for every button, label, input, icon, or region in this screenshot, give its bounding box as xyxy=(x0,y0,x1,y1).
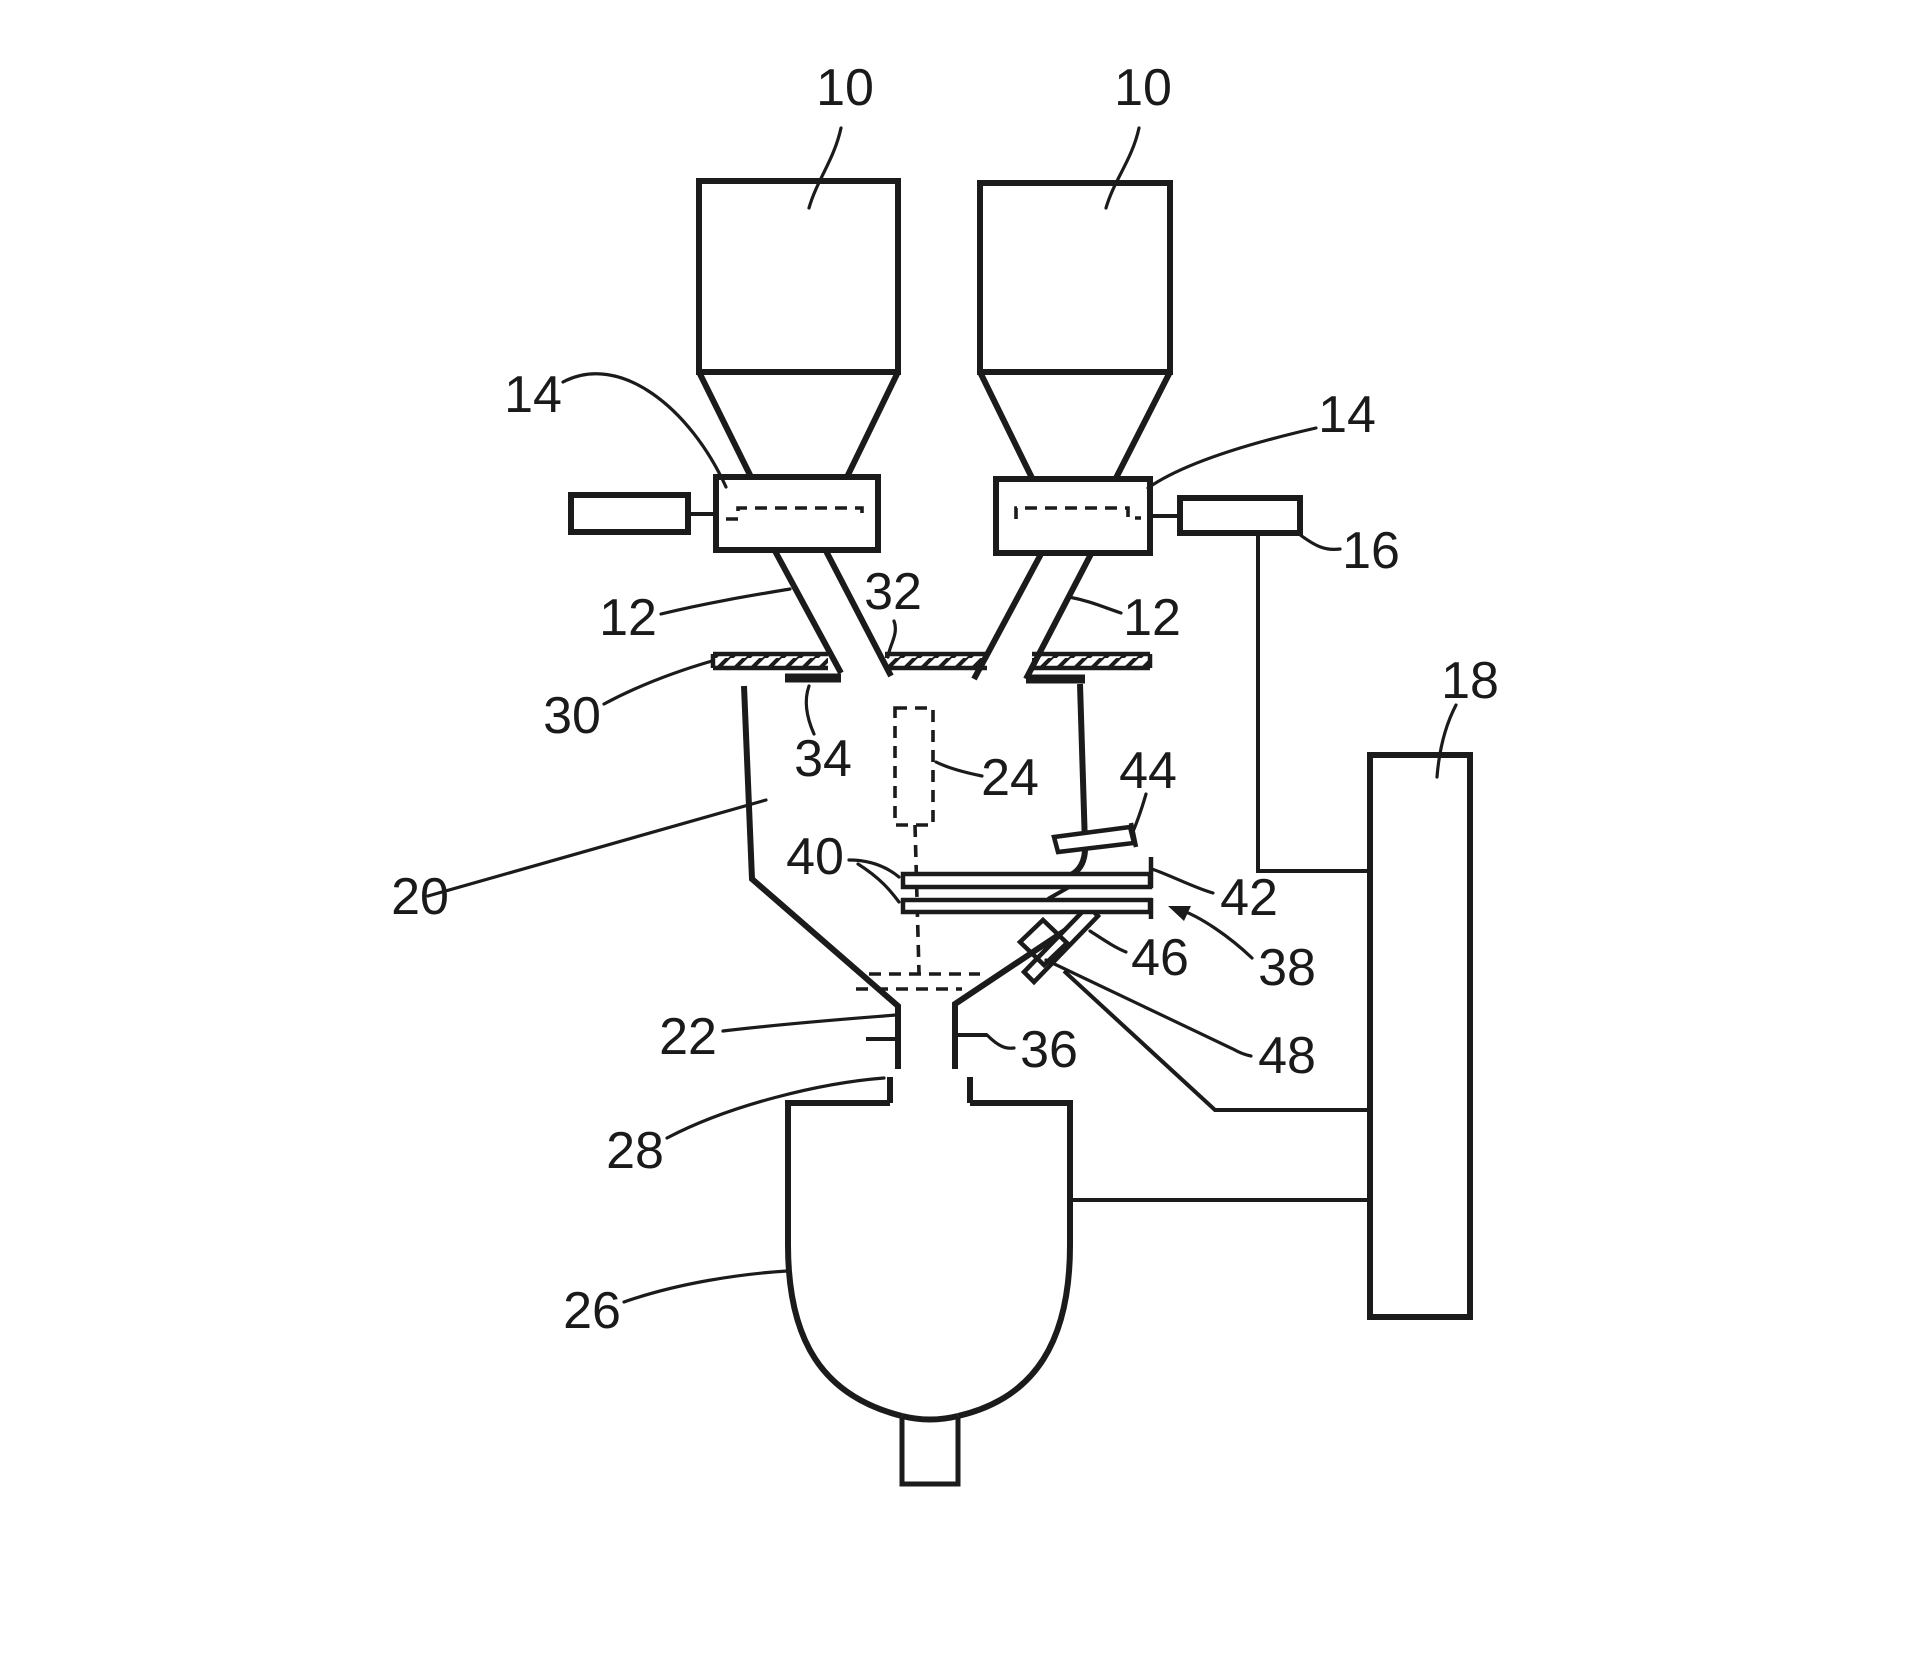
slide-plate-38 xyxy=(900,897,1153,915)
ref-label-28: 28 xyxy=(606,1122,664,1180)
bracket-48 xyxy=(1016,916,1071,969)
leader-48 xyxy=(1044,958,1253,1058)
agitator-24-dashed xyxy=(856,706,980,991)
leader-44 xyxy=(1130,792,1148,836)
leader-14-left xyxy=(561,372,728,489)
ref-label-30: 30 xyxy=(543,687,601,745)
ref-label-12-left: 12 xyxy=(599,589,657,647)
leader-26 xyxy=(622,1269,789,1304)
controller-18 xyxy=(1367,752,1473,1320)
valve-left xyxy=(713,474,881,553)
leader-22 xyxy=(721,1013,898,1033)
ref-label-26: 26 xyxy=(563,1282,621,1340)
ref-label-18: 18 xyxy=(1441,652,1499,710)
ref-label-16: 16 xyxy=(1342,522,1400,580)
slide-plates xyxy=(900,857,1154,919)
ref-label-10-left: 10 xyxy=(816,59,874,117)
ref-label-34: 34 xyxy=(794,730,852,788)
leader-36 xyxy=(985,1033,1016,1050)
arrowhead-38 xyxy=(1168,906,1191,921)
ref-label-10-right: 10 xyxy=(1114,59,1172,117)
ref-label-12-right: 12 xyxy=(1123,589,1181,647)
leader-12-right xyxy=(1067,595,1123,615)
leader-42 xyxy=(1150,867,1215,895)
ref-label-46: 46 xyxy=(1131,929,1189,987)
vessel-26 xyxy=(785,1077,1073,1487)
leader-24 xyxy=(934,760,984,778)
valve-left-slide-dashed xyxy=(726,506,864,521)
ref-label-32: 32 xyxy=(864,563,922,621)
leader-28 xyxy=(665,1076,886,1140)
ref-label-36: 36 xyxy=(1020,1021,1078,1079)
leader-12-left xyxy=(659,587,792,616)
top-plate-30 xyxy=(710,651,1153,684)
ref-label-24: 24 xyxy=(981,749,1039,807)
control-wires xyxy=(1062,533,1368,1202)
leader-10-left xyxy=(807,126,843,210)
leader-32 xyxy=(886,619,897,659)
ref-label-48: 48 xyxy=(1258,1027,1316,1085)
leader-34 xyxy=(804,684,816,736)
leader-30 xyxy=(602,659,714,706)
ref-label-22: 22 xyxy=(659,1008,717,1066)
ref-label-40: 40 xyxy=(786,828,844,886)
ref-label-44: 44 xyxy=(1119,742,1177,800)
leader-40a xyxy=(847,858,901,879)
ref-label-20: 20 xyxy=(391,868,449,926)
wire-nozzle-to-controller xyxy=(1062,969,1368,1112)
actuator-left xyxy=(568,492,716,535)
slide-plate-42 xyxy=(900,871,1153,890)
nozzle-46 xyxy=(1016,902,1102,986)
hopper-right xyxy=(977,180,1173,480)
vessel-outlet-stub xyxy=(899,1417,961,1487)
leader-40b xyxy=(856,862,901,904)
leader-lines xyxy=(426,126,1458,1304)
ref-label-42: 42 xyxy=(1220,869,1278,927)
hopper-left xyxy=(696,178,901,479)
wire-valve-to-controller xyxy=(1256,533,1368,873)
ref-label-14-right: 14 xyxy=(1318,386,1376,444)
feed-tube-left xyxy=(772,549,894,678)
leader-20 xyxy=(426,798,768,898)
leader-14-right xyxy=(1146,426,1318,490)
leader-16 xyxy=(1297,532,1342,552)
ref-label-14-left: 14 xyxy=(504,366,562,424)
leader-46 xyxy=(1088,929,1128,954)
reference-labels: 10 10 14 14 16 12 32 12 30 34 24 44 18 2… xyxy=(391,59,1499,1340)
valve-right-slide-dashed xyxy=(1014,506,1141,520)
ref-label-38: 38 xyxy=(1258,939,1316,997)
leader-10-right xyxy=(1104,126,1141,210)
valve-right xyxy=(993,476,1153,556)
leader-18 xyxy=(1435,703,1458,779)
actuator-16 xyxy=(1150,495,1303,536)
sensor-44 xyxy=(1051,822,1139,855)
